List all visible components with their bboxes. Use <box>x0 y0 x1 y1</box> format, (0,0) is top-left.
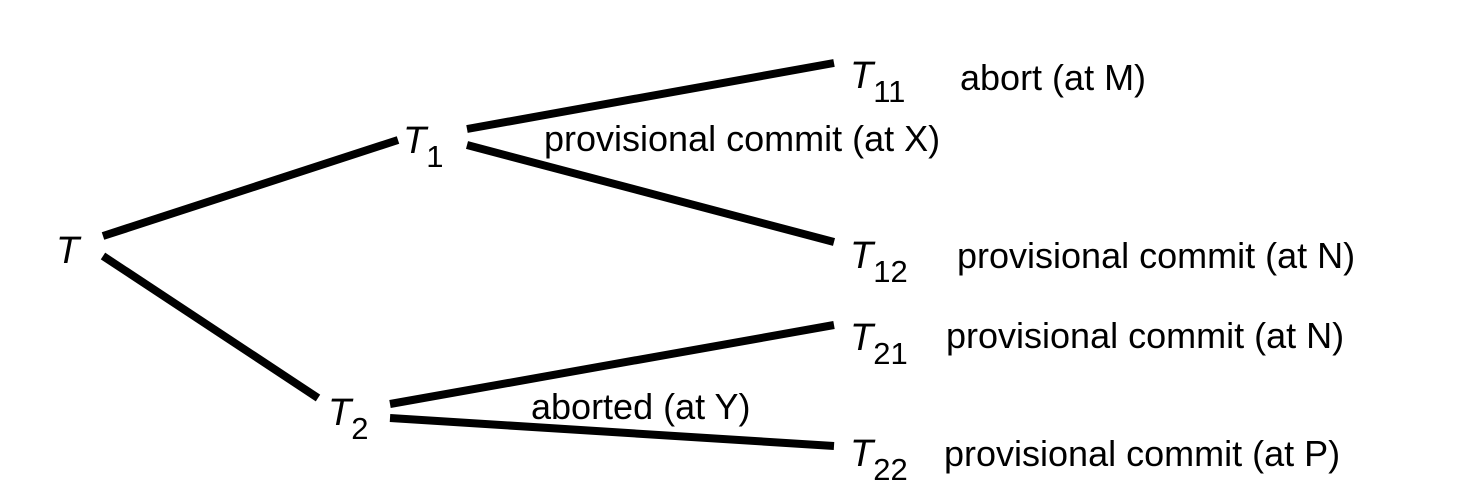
node-t12-letter: T <box>850 235 876 277</box>
node-t21: T21 <box>850 317 908 371</box>
node-t2: T2 <box>328 392 368 446</box>
t21-status-label: provisional commit (at N) <box>946 315 1344 356</box>
node-t11: T11 <box>850 55 905 109</box>
node-t11-subscript: 11 <box>873 74 905 109</box>
t1-status-label: provisional commit (at X) <box>544 118 940 159</box>
node-t22: T22 <box>850 433 908 487</box>
t2-status-label: aborted (at Y) <box>531 386 750 427</box>
node-t21-letter: T <box>850 317 876 359</box>
edge-t-to-t1 <box>101 136 400 240</box>
node-t12-subscript: 12 <box>873 254 907 289</box>
t12-status-label: provisional commit (at N) <box>957 235 1355 276</box>
node-t1-letter: T <box>403 120 429 162</box>
node-t1-subscript: 1 <box>426 139 443 174</box>
edge-t2-to-t22 <box>389 414 835 450</box>
node-t: T <box>56 230 82 272</box>
t22-status-label: provisional commit (at P) <box>944 433 1340 474</box>
edge-t2-to-t21 <box>389 321 835 408</box>
node-t2-subscript: 2 <box>351 411 368 446</box>
node-t1: T1 <box>403 120 443 174</box>
node-t2-letter: T <box>328 392 354 434</box>
node-t22-letter: T <box>850 433 876 475</box>
node-t21-subscript: 21 <box>873 336 907 371</box>
edge-t1-to-t12 <box>465 141 836 246</box>
node-t22-subscript: 22 <box>873 452 907 487</box>
node-t11-letter: T <box>850 55 876 97</box>
node-t12: T12 <box>850 235 908 289</box>
t11-status-label: abort (at M) <box>960 57 1146 98</box>
edge-t-to-t2 <box>100 252 321 402</box>
edge-t1-to-t11 <box>466 59 835 133</box>
node-t-letter: T <box>56 230 82 272</box>
